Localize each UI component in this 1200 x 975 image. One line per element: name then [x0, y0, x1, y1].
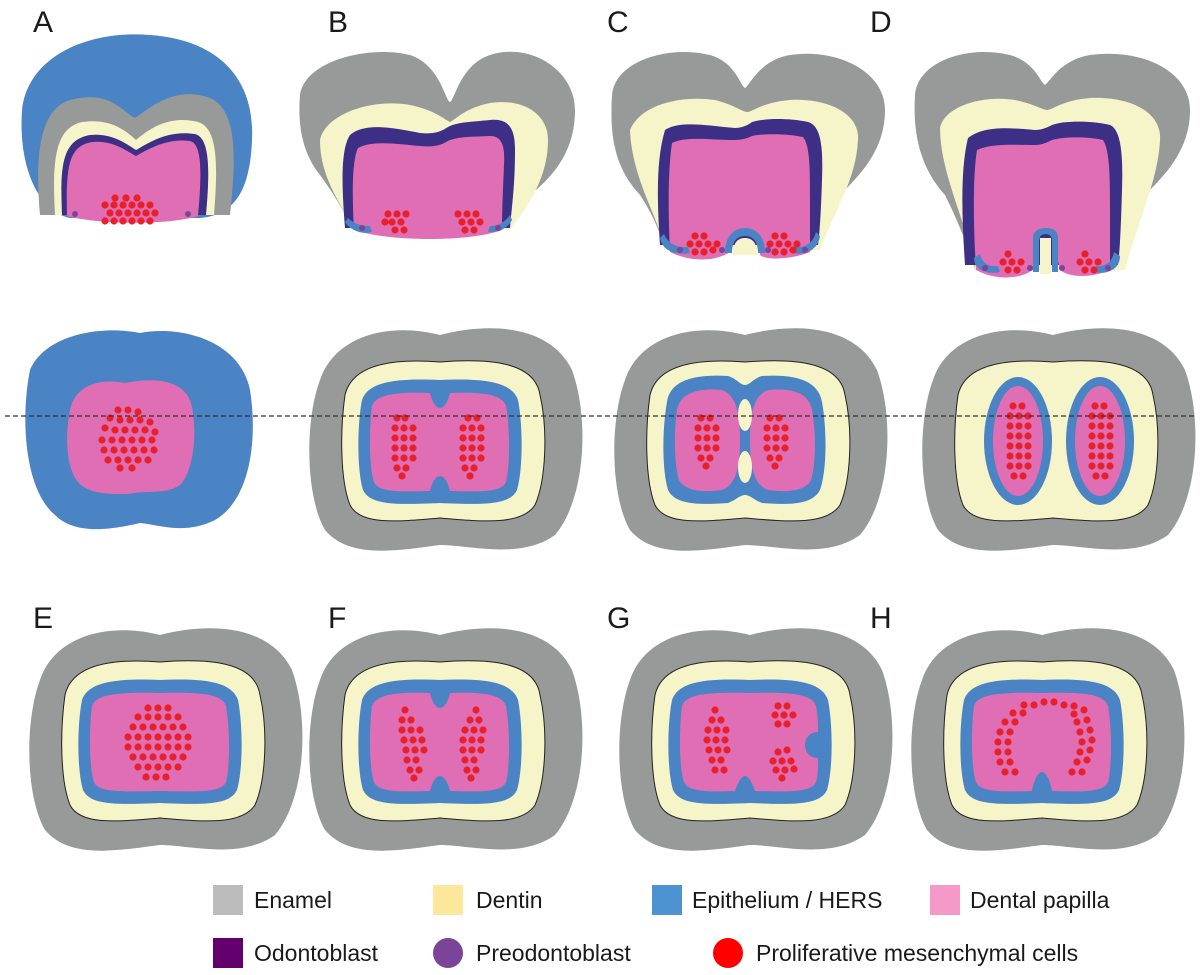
panel-h-papilla	[971, 692, 1111, 792]
panel-label-a: A	[33, 6, 54, 39]
legend-label-epithelium: Epithelium / HERS	[692, 887, 883, 913]
panel-c-papilla	[668, 134, 810, 260]
panel-f-papilla	[369, 692, 509, 792]
panel-c2-dentin-gap-upper	[738, 399, 752, 431]
panel-d-cross-section	[922, 328, 1196, 551]
panel-d-hers-left	[974, 254, 1000, 273]
panel-label-d: D	[870, 6, 892, 39]
panel-d-proliferative-cells	[999, 250, 1102, 274]
panel-a-proliferative-cells	[101, 194, 159, 225]
panel-c-hers-right	[792, 232, 820, 254]
legend-swatch-enamel	[213, 885, 243, 915]
legend-swatch-odontoblast	[213, 938, 243, 968]
panel-d-hers-right	[1094, 252, 1120, 273]
legend-label-papilla: Dental papilla	[970, 887, 1110, 913]
panel-e-cross-section	[29, 628, 303, 851]
panel-label-c: C	[607, 6, 629, 39]
panel-h-cross-section	[911, 628, 1185, 851]
panel-b-proliferative-cells	[381, 210, 484, 234]
panel-g-cross-section	[619, 628, 893, 851]
panel-label-g: G	[607, 602, 631, 635]
legend-swatch-epithelium	[652, 885, 682, 915]
panel-b-longitudinal	[299, 51, 575, 239]
panel-h-proliferative-cells	[994, 698, 1096, 776]
legend-label-odontoblast: Odontoblast	[254, 940, 379, 966]
legend-label-preodontoblast: Preodontoblast	[476, 940, 631, 966]
legend-label-proliferative: Proliferative mesenchymal cells	[756, 940, 1079, 966]
panel-a2-proliferative-cells	[98, 406, 159, 472]
panel-d-longitudinal	[914, 51, 1190, 278]
panel-d-dentin-center	[1040, 238, 1051, 274]
legend-label-dentin: Dentin	[476, 887, 543, 913]
panel-c-proliferative-cells	[686, 232, 801, 256]
legend-swatch-proliferative	[713, 938, 743, 968]
legend-swatch-dentin	[433, 885, 463, 915]
panel-b-hers-right	[488, 215, 512, 233]
panel-d2-papilla-left	[993, 386, 1043, 496]
panel-g-papilla	[679, 692, 818, 792]
panel-label-h: H	[870, 602, 892, 635]
panel-f-proliferative-cells	[398, 706, 487, 782]
panel-c2-dentin-gap-lower	[738, 451, 752, 483]
panel-d2-papilla-right	[1075, 386, 1125, 496]
panel-d-papilla	[973, 137, 1110, 278]
panel-d2-proliferative-cells	[1006, 402, 1114, 480]
panel-e-proliferative-cells	[124, 704, 192, 781]
legend-swatch-preodontoblast	[433, 938, 463, 968]
panel-a-cross-section	[25, 330, 253, 530]
panel-c-hers-center	[725, 228, 765, 253]
panel-g-proliferative-cells	[703, 702, 798, 782]
panel-e-papilla	[89, 692, 229, 792]
panel-label-b: B	[328, 6, 349, 39]
panel-c-dentin-center	[733, 238, 757, 255]
panel-a-papilla	[66, 140, 201, 223]
panel-f-cross-section	[309, 628, 583, 851]
panel-label-e: E	[33, 602, 54, 635]
legend-label-enamel: Enamel	[254, 887, 332, 913]
panel-a-longitudinal	[21, 34, 253, 225]
legend-swatch-papilla	[930, 885, 960, 915]
panel-c-longitudinal	[611, 51, 885, 260]
panel-b-hers-left	[345, 218, 372, 233]
panel-c-cross-section	[614, 328, 888, 551]
panel-label-f: F	[328, 602, 347, 635]
panel-b-cross-section	[309, 328, 583, 551]
panel-d-hers-center	[1033, 228, 1058, 272]
